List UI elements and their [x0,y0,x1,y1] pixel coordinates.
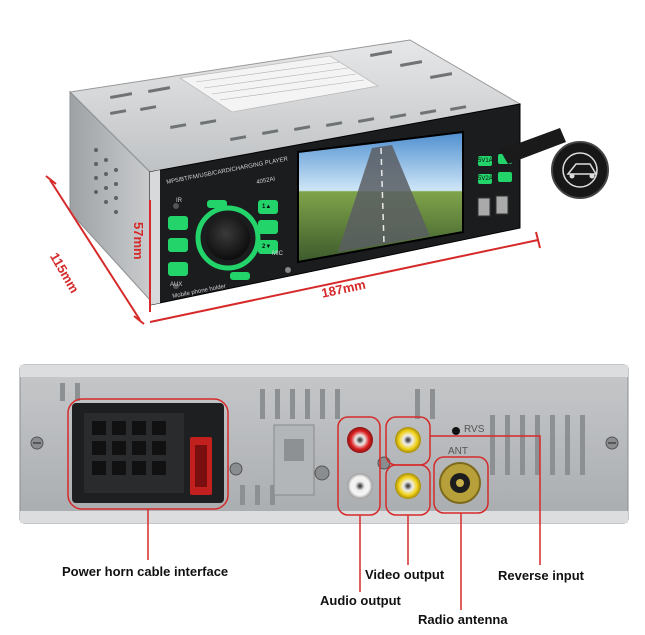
ant-label: ANT [448,446,468,457]
usb-label-1: 5V1A [478,158,493,164]
radio-antenna-label: Radio antenna [418,612,508,627]
video-output-label: Video output [365,567,445,582]
usb-label-2: 5V2A [478,176,493,182]
car-logo-icon [566,163,598,175]
button-1-label: 1▲ [262,204,272,210]
audio-output-label: Audio output [320,593,401,608]
back-panel-illustration [19,364,629,524]
ir-label: IR [176,198,182,204]
product-illustration [45,39,609,325]
mic-label: MIC [272,251,283,257]
button-2-label: 2▼ [262,244,272,250]
aux-label: AUX [170,282,183,288]
power-cable-interface-label: Power horn cable interface [62,564,229,579]
reverse-input-label: Reverse input [498,568,584,583]
rvs-label: RVS [464,424,485,435]
